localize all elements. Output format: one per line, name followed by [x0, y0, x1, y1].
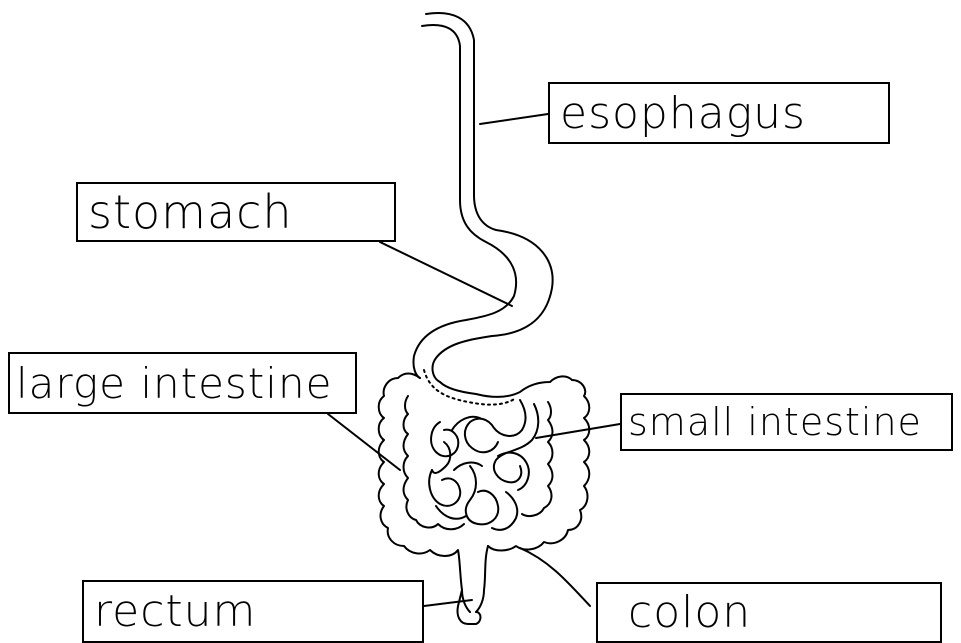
colon-leader — [520, 548, 590, 606]
large-intestine-label-text: large intestine — [16, 359, 332, 408]
stomach-leader — [380, 242, 512, 306]
esophagus-stomach-outline — [413, 13, 552, 382]
small-intestine-leader — [536, 424, 620, 438]
large-intestine-label: large intestine — [8, 352, 357, 414]
colon-label-text: colon — [628, 587, 751, 638]
esophagus-label: esophagus — [548, 82, 890, 144]
small-intestine-label: small intestine — [620, 393, 953, 451]
stomach-label-text: stomach — [88, 185, 293, 239]
esophagus-label-text: esophagus — [560, 88, 806, 139]
small-intestine-label-text: small intestine — [628, 400, 922, 444]
large-intestine-leader — [328, 414, 400, 470]
dotted-transverse-line — [424, 370, 516, 405]
rectum-label: rectum — [82, 580, 424, 643]
stomach-label: stomach — [76, 182, 396, 242]
small-intestine-coils — [429, 400, 538, 530]
rectum-label-text: rectum — [94, 586, 256, 637]
esophagus-leader — [480, 114, 548, 124]
colon-label: colon — [596, 582, 942, 643]
